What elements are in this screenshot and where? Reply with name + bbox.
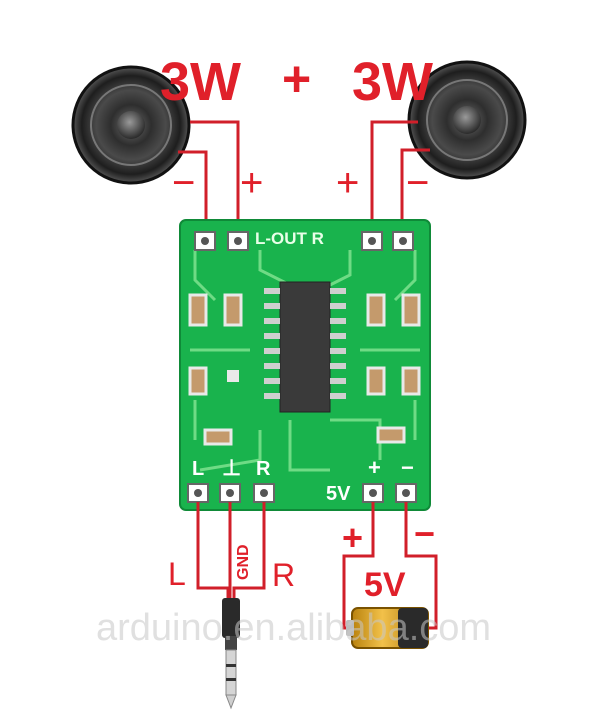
power-voltage-label: 5V [364, 566, 406, 604]
watermark: arduino.en.alibaba.com [96, 607, 491, 649]
board-top-label: L-OUT R [255, 229, 324, 248]
left-speaker-minus: − [172, 161, 195, 205]
audio-input-wires [196, 502, 266, 600]
power-minus-label: − [414, 513, 435, 554]
speaker-wires [178, 120, 430, 240]
left-power-label: 3W [160, 52, 241, 112]
smd-components [188, 293, 421, 446]
amplifier-board: L-OUT R [179, 219, 431, 511]
amplifier-chip [279, 281, 331, 413]
left-speaker-plus: + [240, 161, 263, 205]
right-speaker-minus: − [406, 161, 429, 205]
title-plus: + [282, 51, 311, 107]
board-label-5v: 5V [326, 483, 351, 505]
jack-label-l: L [168, 556, 186, 592]
left-speaker-icon [71, 65, 191, 185]
right-speaker-plus: + [336, 161, 359, 205]
board-label-l: L [192, 458, 204, 480]
board-label-gnd: ⊥ [222, 455, 241, 480]
board-label-r: R [256, 458, 271, 480]
board-label-minus: − [401, 455, 414, 480]
right-speaker-icon [407, 60, 527, 180]
audio-jack-icon [222, 598, 240, 710]
battery-icon [346, 607, 429, 649]
jack-label-r: R [272, 557, 295, 593]
board-label-plus: + [368, 455, 381, 480]
right-power-label: 3W [352, 52, 433, 112]
power-plus-label: + [342, 517, 363, 558]
jack-label-gnd: GND [235, 544, 252, 580]
